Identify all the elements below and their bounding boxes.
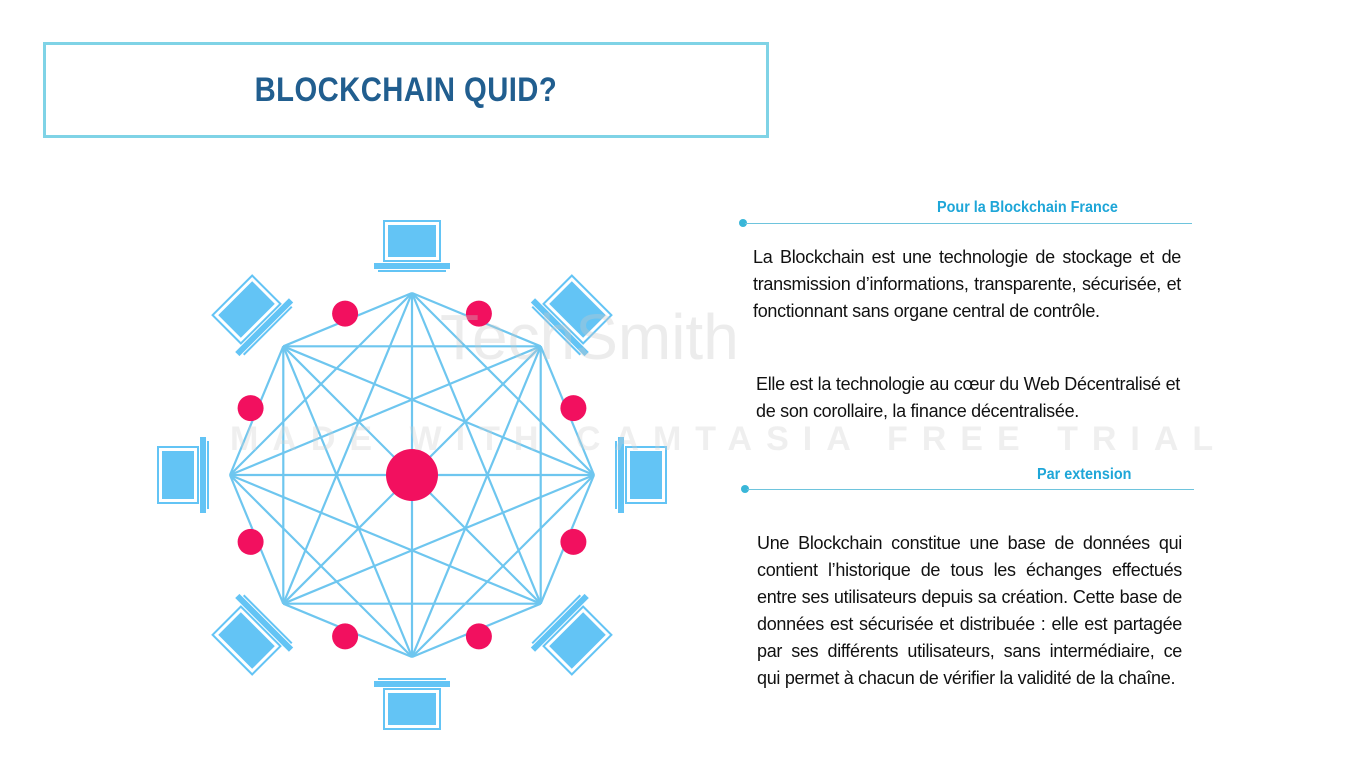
- network-node-icon: [465, 300, 492, 327]
- network-link: [229, 345, 542, 477]
- network-node-icon: [332, 300, 359, 327]
- laptop-icon: [615, 437, 667, 513]
- laptop-icon: [211, 274, 294, 357]
- network-link: [282, 473, 595, 605]
- title-box: BLOCKCHAIN QUID?: [43, 42, 769, 138]
- network-node-icon: [237, 528, 264, 555]
- network-node-icon: [560, 528, 587, 555]
- network-node-icon: [237, 395, 264, 422]
- section1-divider: [745, 223, 1192, 224]
- network-link: [282, 345, 414, 658]
- laptop-icon: [374, 220, 450, 272]
- laptop-icon: [530, 593, 613, 676]
- central-node-icon: [386, 449, 438, 501]
- network-link: [282, 292, 414, 605]
- section2-header: Par extension: [1037, 466, 1132, 483]
- blockchain-network-diagram: [157, 220, 667, 730]
- section2-bullet: [741, 485, 749, 493]
- section1-header: Pour la Blockchain France: [937, 199, 1118, 216]
- network-link: [229, 474, 413, 658]
- laptop-icon: [211, 593, 294, 676]
- laptop-icon: [374, 678, 450, 730]
- network-node-icon: [465, 623, 492, 650]
- section1-paragraph2: Elle est la technologie au cœur du Web D…: [756, 374, 1180, 421]
- section2-paragraph: Une Blockchain constitue une base de don…: [757, 533, 1182, 688]
- section1-paragraph1: La Blockchain est une technologie de sto…: [753, 247, 1181, 321]
- network-node-icon: [332, 623, 359, 650]
- network-node-icon: [560, 395, 587, 422]
- network-link: [410, 345, 542, 658]
- laptop-icon: [157, 437, 209, 513]
- network-link: [282, 345, 595, 477]
- network-link: [410, 292, 542, 605]
- network-link: [229, 473, 542, 605]
- section1-bullet: [739, 219, 747, 227]
- laptop-icon: [530, 274, 613, 357]
- section2-divider: [747, 489, 1194, 490]
- page-title: BLOCKCHAIN QUID?: [254, 70, 558, 109]
